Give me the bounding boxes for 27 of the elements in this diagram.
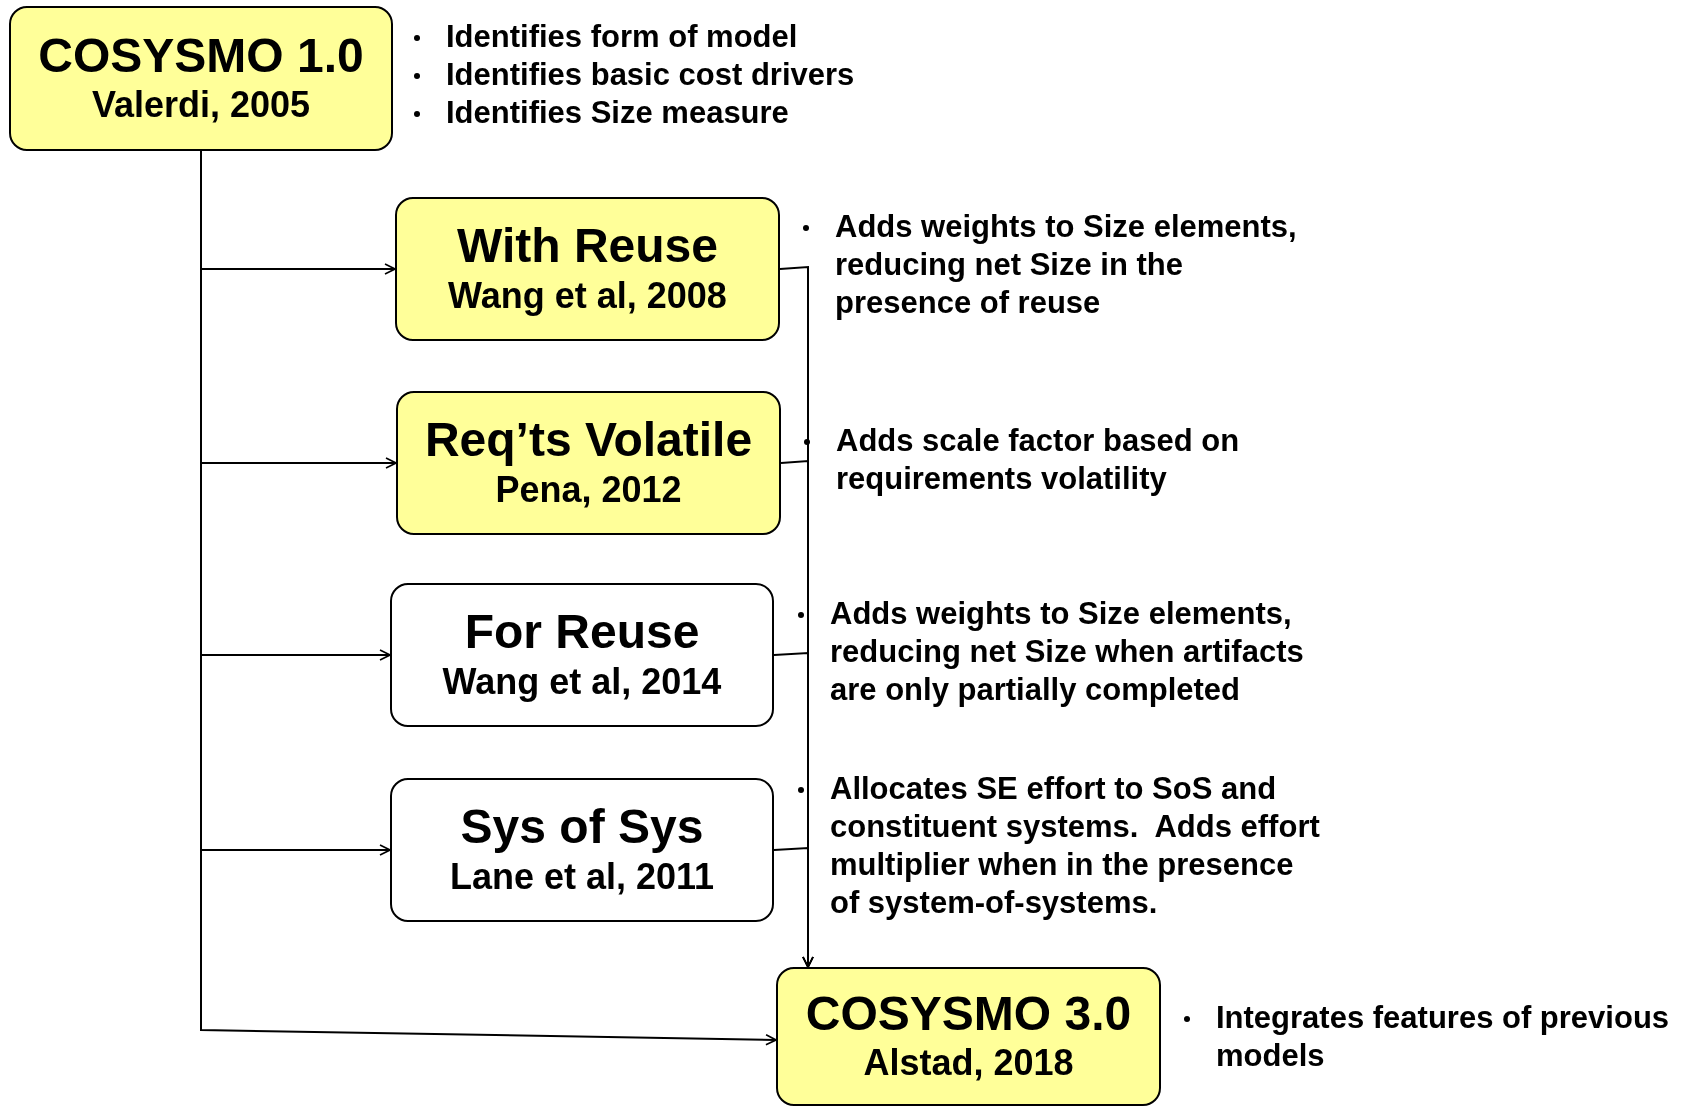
model-citation: Pena, 2012 xyxy=(495,467,682,512)
connector-arrow xyxy=(773,846,814,968)
model-name: For Reuse xyxy=(464,606,700,659)
model-citation: Wang et al, 2008 xyxy=(448,273,727,318)
model-name: COSYSMO 1.0 xyxy=(38,29,364,83)
model-citation: Lane et al, 2011 xyxy=(449,854,715,899)
model-box xyxy=(390,583,774,727)
bullet-text: Allocates SE effort to SoS and constituent systems. Adds effort multiplier when in the presence of system-of-systems. xyxy=(830,771,1321,920)
bullet-text: Adds scale factor based on requirements volatility xyxy=(836,423,1241,496)
model-box xyxy=(395,197,780,341)
model-citation: Valerdi, 2005 xyxy=(91,83,311,128)
bullet-text: Integrates features of previous models xyxy=(1216,1000,1671,1073)
bullet-text: Identifies basic cost drivers xyxy=(446,57,855,92)
model-box xyxy=(9,6,393,151)
bullet-text: Identifies form of model xyxy=(446,19,798,54)
model-name: COSYSMO 3.0 xyxy=(805,987,1132,1041)
bullet-text: Adds weights to Size elements, reducing net Size in the presence of reuse xyxy=(835,209,1298,320)
model-name: With Reuse xyxy=(457,220,718,273)
bullet-text: Identifies Size measure xyxy=(446,95,789,130)
model-box xyxy=(776,967,1161,1106)
model-citation: Alstad, 2018 xyxy=(863,1041,1074,1086)
model-name: Req’ts Volatile xyxy=(424,414,753,467)
model-box xyxy=(390,778,774,922)
model-citation: Wang et al, 2014 xyxy=(442,659,722,704)
model-box xyxy=(396,391,781,535)
model-name: Sys of Sys xyxy=(460,801,704,854)
bullet-text: Adds weights to Size elements, reducing net Size when artifacts are only partially completed xyxy=(830,596,1305,707)
